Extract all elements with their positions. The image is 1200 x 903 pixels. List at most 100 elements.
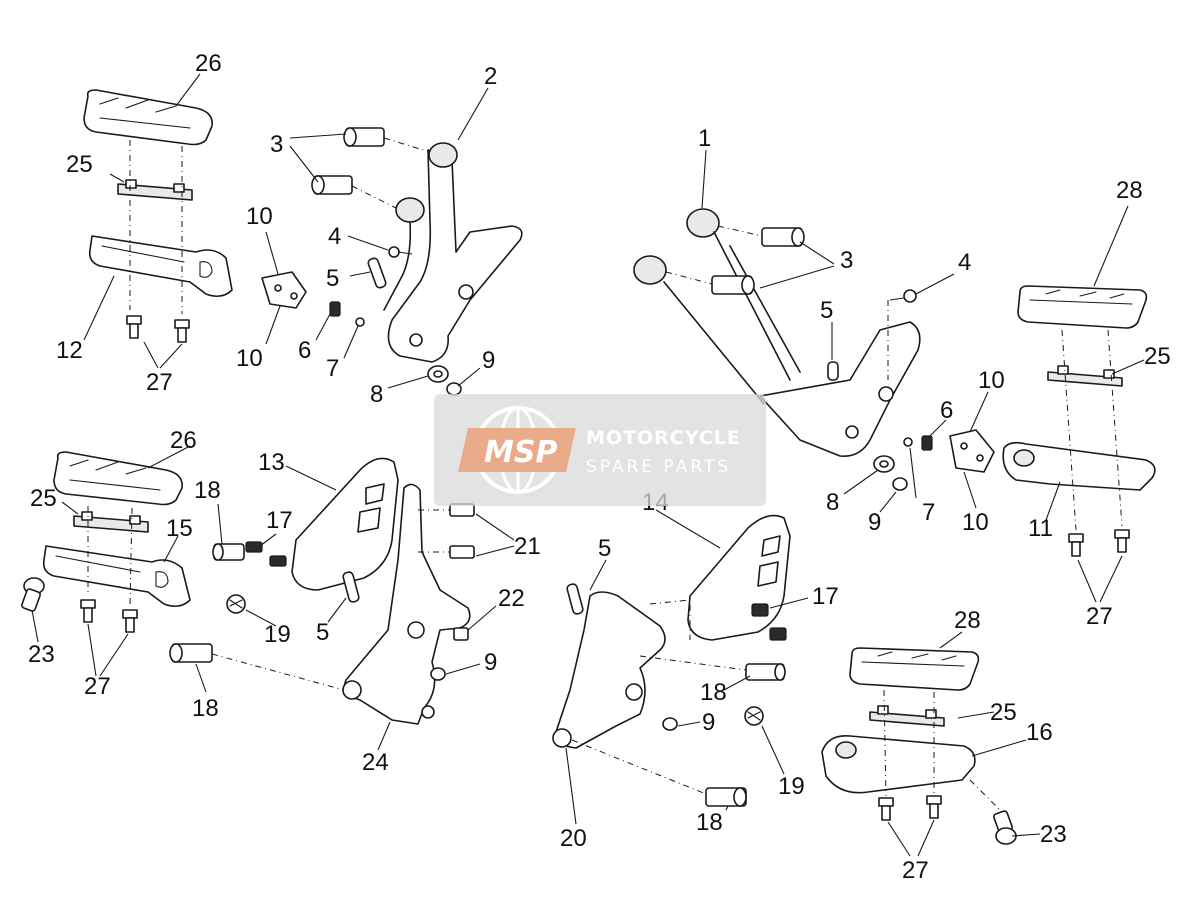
callout-4: 4 bbox=[328, 223, 341, 250]
plate-25-right-bottom bbox=[869, 705, 945, 727]
callout-3: 3 bbox=[270, 131, 283, 158]
callout-9: 9 bbox=[868, 509, 881, 536]
callout-22: 22 bbox=[498, 585, 525, 612]
watermark-line2: SPARE PARTS bbox=[586, 457, 731, 477]
spring-6-left bbox=[329, 301, 341, 317]
washer-8-right bbox=[873, 455, 895, 473]
callout-7: 7 bbox=[326, 355, 339, 382]
leader-lines bbox=[31, 73, 1145, 857]
screw-4-right bbox=[889, 289, 917, 303]
callout-1: 1 bbox=[698, 125, 711, 152]
callout-16: 16 bbox=[1026, 719, 1053, 746]
plate-25-left-bottom bbox=[73, 511, 149, 533]
heel-guard-14 bbox=[687, 514, 791, 641]
pin-18-left-lower bbox=[169, 643, 213, 663]
callout-13: 13 bbox=[258, 449, 285, 476]
callout-19: 19 bbox=[778, 773, 805, 800]
screw-27-left-bottom-a bbox=[80, 599, 96, 623]
callout-8: 8 bbox=[370, 381, 383, 408]
detent-23-left bbox=[21, 577, 45, 612]
footpeg-bracket-12 bbox=[88, 235, 233, 298]
callout-18: 18 bbox=[194, 477, 221, 504]
ball-7-left bbox=[355, 317, 365, 327]
screw-27-left-top-b bbox=[174, 319, 190, 343]
callout-6: 6 bbox=[940, 397, 953, 424]
callout-17: 17 bbox=[812, 583, 839, 610]
callout-27: 27 bbox=[84, 673, 111, 700]
clip-9-right-top bbox=[892, 477, 908, 491]
footpeg-bracket-11 bbox=[1002, 441, 1156, 491]
callout-10: 10 bbox=[978, 367, 1005, 394]
callout-11: 11 bbox=[1028, 515, 1053, 542]
plate-10-right bbox=[949, 429, 995, 473]
screw-27-right-bottom-b bbox=[926, 795, 942, 819]
callout-25: 25 bbox=[30, 485, 57, 512]
screw-4-left bbox=[388, 246, 413, 258]
footpeg-bracket-16 bbox=[821, 735, 976, 794]
callout-6: 6 bbox=[298, 337, 311, 364]
pin-5-left-top bbox=[367, 257, 387, 289]
screws-21 bbox=[449, 503, 475, 559]
callout-25: 25 bbox=[66, 151, 93, 178]
callout-21: 21 bbox=[514, 533, 541, 560]
callout-17: 17 bbox=[266, 507, 293, 534]
callout-27: 27 bbox=[146, 369, 173, 396]
logo-badge bbox=[458, 428, 576, 472]
clip-9-right-bottom bbox=[662, 717, 678, 731]
pin-3-lower-right bbox=[711, 275, 755, 295]
callout-19: 19 bbox=[264, 621, 291, 648]
screw-17-left bbox=[245, 541, 287, 567]
callout-18: 18 bbox=[696, 809, 723, 836]
callout-27: 27 bbox=[1086, 603, 1113, 630]
callout-9: 9 bbox=[702, 709, 715, 736]
callout-10: 10 bbox=[246, 203, 273, 230]
callout-18: 18 bbox=[700, 679, 727, 706]
pin-5-right-top bbox=[827, 361, 839, 381]
callout-10: 10 bbox=[236, 345, 263, 372]
spring-19-right bbox=[744, 706, 764, 726]
screw-22 bbox=[453, 627, 469, 641]
footpeg-rubber-26-left bbox=[83, 89, 213, 146]
callout-12: 12 bbox=[56, 337, 83, 364]
footrest-support-2 bbox=[383, 142, 523, 363]
callout-15: 15 bbox=[166, 515, 193, 542]
logo-text: MSP bbox=[484, 435, 557, 470]
footrest-bracket-20 bbox=[552, 591, 666, 749]
callout-26: 26 bbox=[170, 427, 197, 454]
callout-28: 28 bbox=[1116, 177, 1143, 204]
pin-18-left-upper bbox=[212, 543, 245, 561]
callout-labels: 26 2 3 25 10 4 5 12 6 10 9 7 27 8 1 28 3… bbox=[28, 50, 1171, 884]
callout-5: 5 bbox=[326, 265, 339, 292]
callout-20: 20 bbox=[560, 825, 587, 852]
pin-18-right-upper bbox=[745, 663, 786, 681]
pin-5-left-bottom bbox=[342, 571, 360, 603]
callout-5: 5 bbox=[316, 619, 329, 646]
pin-5-right-bottom bbox=[566, 583, 584, 615]
callout-9: 9 bbox=[482, 347, 495, 374]
callout-26: 26 bbox=[195, 50, 222, 77]
plate-25-left-top bbox=[117, 179, 193, 201]
callout-8: 8 bbox=[826, 489, 839, 516]
plate-25-right-top bbox=[1047, 365, 1123, 387]
callout-23: 23 bbox=[28, 641, 55, 668]
watermark: MSP MOTORCYCLE SPARE PARTS bbox=[434, 394, 766, 506]
callout-10: 10 bbox=[962, 509, 989, 536]
clip-9-left-bottom bbox=[430, 667, 446, 681]
screws-17-right bbox=[751, 603, 787, 641]
footrest-support-1 bbox=[633, 208, 921, 457]
callout-23: 23 bbox=[1040, 821, 1067, 848]
spring-6-right bbox=[921, 435, 933, 451]
pin-3-upper-left bbox=[343, 127, 385, 147]
callout-5: 5 bbox=[820, 297, 833, 324]
screw-27-left-bottom-b bbox=[122, 609, 138, 633]
screw-27-right-top-a bbox=[1068, 533, 1084, 557]
screw-27-left-top-a bbox=[126, 315, 142, 339]
plate-10-left bbox=[261, 271, 307, 309]
pin-3-lower-left bbox=[311, 175, 353, 195]
callout-7: 7 bbox=[922, 499, 935, 526]
heel-guard-13 bbox=[291, 457, 399, 591]
callout-5: 5 bbox=[598, 535, 611, 562]
detent-23-right bbox=[993, 810, 1017, 845]
washer-8-left bbox=[427, 365, 449, 383]
